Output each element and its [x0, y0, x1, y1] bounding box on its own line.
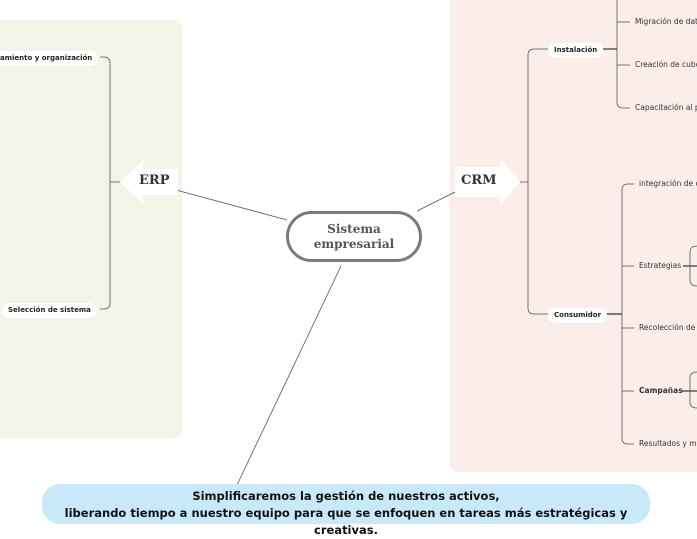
consumidor-item[interactable]: Resultados y me	[639, 439, 697, 448]
crm-consumidor[interactable]: Consumidor	[548, 308, 608, 323]
note-line-1: Simplificaremos la gestión de nuestros a…	[192, 489, 500, 503]
consumidor-item[interactable]: integración de ca	[639, 179, 697, 188]
consumidor-item[interactable]: Recolección de c	[639, 323, 697, 332]
crm-label[interactable]: CRM	[461, 173, 497, 188]
erp-arrow	[120, 160, 178, 204]
consumidor-item-estrategias[interactable]: Estrategias	[639, 261, 682, 270]
note-line-2: liberando tiempo a nuestro equipo para q…	[64, 506, 628, 537]
erp-panel	[0, 20, 182, 438]
erp-label[interactable]: ERP	[139, 173, 170, 188]
instalacion-item[interactable]: Capacitación al p	[635, 103, 697, 112]
instalacion-item[interactable]: Migración de dato	[635, 17, 697, 26]
crm-instalacion[interactable]: Instalación	[548, 43, 604, 58]
erp-item-planning[interactable]: amiento y organización	[0, 51, 99, 66]
consumidor-item-campanas[interactable]: Campañas	[639, 386, 683, 395]
central-topic-line1: Sistema	[327, 221, 381, 236]
connector-lines	[100, 0, 697, 486]
crm-arrow	[455, 159, 520, 206]
instalacion-item[interactable]: Creación de cubo	[635, 60, 697, 69]
central-topic-line2: empresarial	[313, 236, 395, 251]
erp-item-selection[interactable]: Selección de sistema	[2, 303, 97, 318]
crm-panel	[450, 0, 697, 472]
floating-note[interactable]: Simplificaremos la gestión de nuestros a…	[42, 484, 650, 537]
